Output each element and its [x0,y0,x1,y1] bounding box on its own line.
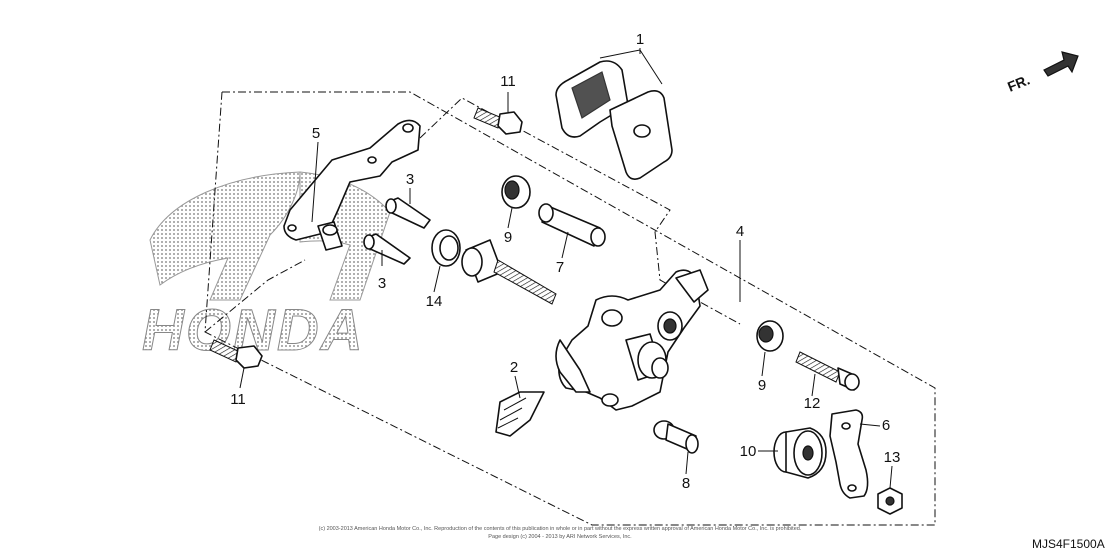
callout-8: 8 [682,475,690,492]
bolt-11-bottom [209,339,263,369]
bolt-12 [795,351,860,391]
plate [829,409,869,499]
callout-5: 5 [312,125,320,142]
callout-3-lower: 3 [378,275,386,292]
callout-2: 2 [510,359,518,376]
honda-watermark-logo: HONDA [142,171,391,364]
roller [773,427,827,479]
callout-9-upper: 9 [504,229,512,246]
callout-7: 7 [556,259,564,276]
callout-12: 12 [804,395,821,412]
callout-11-bottom: 11 [230,391,246,408]
direction-label: FR. [1005,71,1032,94]
caliper-bracket [283,119,421,251]
callout-4: 4 [736,223,744,240]
honda-watermark-text: HONDA [142,298,365,363]
leader-lines [239,48,893,489]
callout-3-upper: 3 [406,171,414,188]
callout-11-top: 11 [500,73,516,90]
boot-lower [756,320,784,352]
bolt-11-top [473,107,523,135]
caliper-pin-bolt [461,239,557,305]
bleeder-bolt [653,420,699,454]
brake-pads [555,48,673,180]
nut [877,487,903,515]
caliper-body [555,269,709,411]
figure-code: MJS4F1500A [1032,537,1105,551]
copyright-line-1: (c) 2003-2013 American Honda Motor Co., … [319,526,802,532]
sleeve [538,203,606,247]
pin-bolts [363,197,431,265]
boot-upper [501,175,531,209]
ring-seal [431,229,461,267]
callout-10: 10 [740,443,757,460]
pad-spring-clip [495,391,545,437]
callout-1: 1 [636,31,644,48]
front-direction-arrow: FR. [1005,51,1079,95]
callout-9-lower: 9 [758,377,766,394]
copyright-line-2: Page design (c) 2004 - 2013 by ARI Netwo… [488,534,632,540]
callout-13: 13 [884,449,901,466]
callout-numbers: 1 2 3 3 4 5 6 7 8 9 9 10 11 11 12 13 14 [230,31,900,492]
callout-14: 14 [426,293,443,310]
callout-6: 6 [882,417,890,434]
